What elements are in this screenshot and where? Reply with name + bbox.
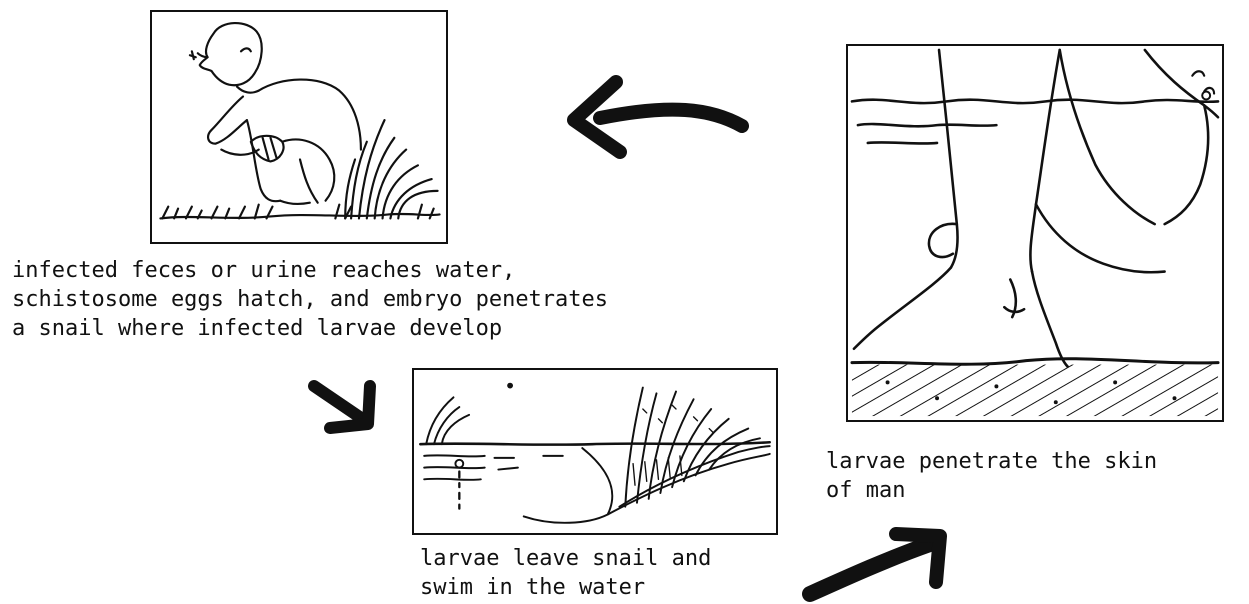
caption-larvae-swim-line-1: larvae leave snail and xyxy=(420,546,711,571)
arrow-down-right-icon xyxy=(306,376,386,436)
arrow-up-right-icon xyxy=(800,520,960,604)
caption-skin-penetration-line-2: of man xyxy=(826,478,905,503)
caption-eggs-hatch-line-2: schistosome eggs hatch, and embryo penet… xyxy=(12,287,608,312)
larvae-water-illustration xyxy=(414,370,776,533)
arrow-left-icon xyxy=(560,60,750,160)
panel-foot-in-water xyxy=(846,44,1224,422)
caption-eggs-hatch-line-3: a snail where infected larvae develop xyxy=(12,316,502,341)
panel-person-defecating xyxy=(150,10,448,244)
foot-in-water-illustration xyxy=(848,46,1222,420)
person-defecating-illustration xyxy=(152,12,446,242)
caption-eggs-hatch-line-1: infected feces or urine reaches water, xyxy=(12,258,515,283)
caption-skin-penetration-line-1: larvae penetrate the skin xyxy=(826,449,1157,474)
panel-larvae-in-water xyxy=(412,368,778,535)
caption-larvae-swim-line-2: swim in the water xyxy=(420,575,645,600)
caption-eggs-hatch: infected feces or urine reaches water, s… xyxy=(12,256,608,343)
caption-skin-penetration: larvae penetrate the skin of man xyxy=(826,447,1157,505)
caption-larvae-swim: larvae leave snail and swim in the water xyxy=(420,544,711,602)
